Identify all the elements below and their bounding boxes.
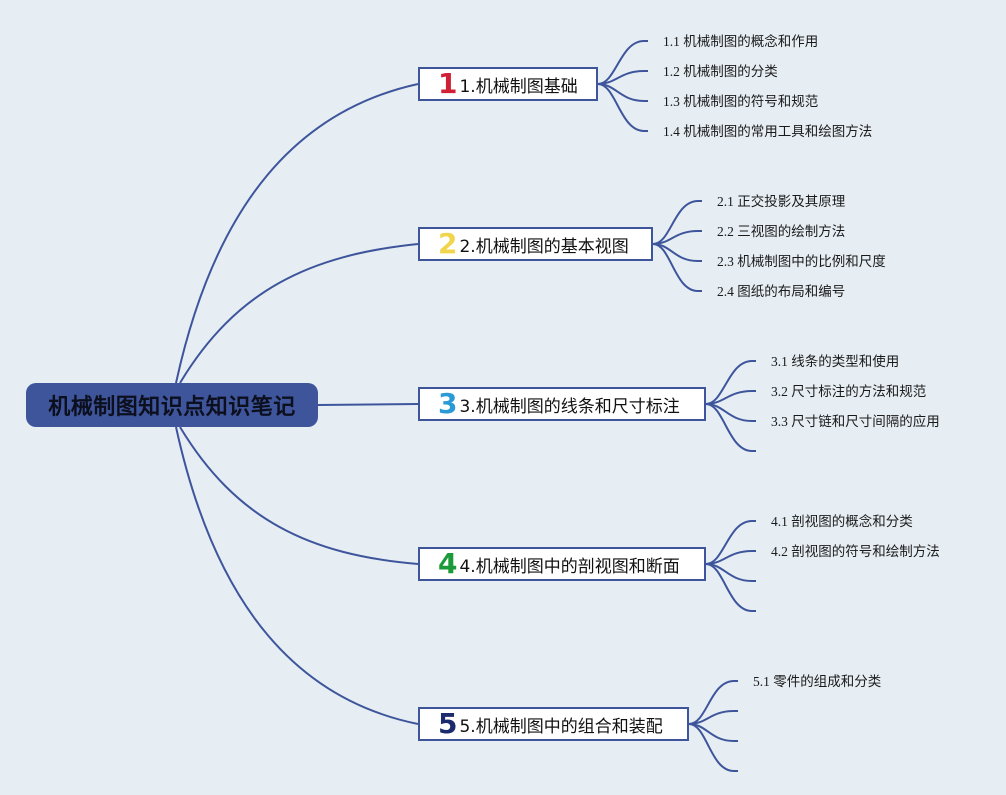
number-3-icon: 3 (438, 387, 458, 420)
connector-branch-1-leaf-2 (597, 70, 648, 85)
branch-label: 5.机械制图中的组合和装配 (459, 716, 663, 737)
connector-branch-4-leaf-2 (705, 550, 756, 565)
connector-branch-4-leaf-4 (705, 563, 756, 612)
connector-root-branch-2 (179, 243, 419, 384)
connector-root-branch-4 (179, 426, 419, 565)
connector-branch-2-leaf-2 (652, 230, 702, 245)
leaf-5-1[interactable]: 5.1 零件的组成和分类 (753, 674, 882, 689)
connector-branch-3-leaf-2 (705, 390, 756, 405)
root-node[interactable]: 机械制图知识点知识笔记 (26, 383, 318, 427)
leaf-1-1[interactable]: 1.1 机械制图的概念和作用 (663, 34, 819, 49)
connector-branch-1-leaf-1 (597, 40, 648, 85)
connector-root-branch-5 (175, 426, 419, 725)
connector-root-branch-3 (317, 403, 419, 406)
connector-branch-3-leaf-1 (705, 360, 756, 405)
leaf-1-3[interactable]: 1.3 机械制图的符号和规范 (663, 94, 819, 109)
root-label: 机械制图知识点知识笔记 (48, 395, 296, 420)
leaf-2-3[interactable]: 2.3 机械制图中的比例和尺度 (717, 254, 886, 269)
branch-label: 1.机械制图基础 (459, 76, 578, 97)
branch-node-1[interactable]: 1 1.机械制图基础 (418, 67, 598, 101)
leaf-3-2[interactable]: 3.2 尺寸标注的方法和规范 (771, 384, 927, 399)
connector-branch-4-leaf-1 (705, 520, 756, 565)
number-4-icon: 4 (438, 547, 458, 580)
connector-branch-5-leaf-1 (688, 680, 738, 725)
number-2-icon: 2 (438, 227, 458, 260)
connector-branch-5-leaf-4 (688, 723, 738, 772)
leaf-3-3[interactable]: 3.3 尺寸链和尺寸间隔的应用 (771, 414, 940, 429)
branch-label: 4.机械制图中的剖视图和断面 (459, 556, 680, 577)
connector-root-branch-1 (175, 83, 419, 384)
branch-label: 2.机械制图的基本视图 (459, 236, 629, 257)
leaf-2-4[interactable]: 2.4 图纸的布局和编号 (717, 284, 846, 299)
branch-label: 3.机械制图的线条和尺寸标注 (459, 396, 680, 417)
number-1-icon: 1 (438, 67, 458, 100)
leaf-4-1[interactable]: 4.1 剖视图的概念和分类 (771, 514, 913, 529)
leaf-2-1[interactable]: 2.1 正交投影及其原理 (717, 194, 846, 209)
branch-node-5[interactable]: 5 5.机械制图中的组合和装配 (418, 707, 689, 741)
leaf-2-2[interactable]: 2.2 三视图的绘制方法 (717, 224, 846, 239)
connector-branch-3-leaf-4 (705, 403, 756, 452)
leaf-1-4[interactable]: 1.4 机械制图的常用工具和绘图方法 (663, 124, 873, 139)
number-5-icon: 5 (438, 707, 458, 740)
connector-branch-2-leaf-1 (652, 200, 702, 245)
branch-node-2[interactable]: 2 2.机械制图的基本视图 (418, 227, 653, 261)
leaf-3-1[interactable]: 3.1 线条的类型和使用 (771, 354, 900, 369)
branch-node-4[interactable]: 4 4.机械制图中的剖视图和断面 (418, 547, 706, 581)
branch-node-3[interactable]: 3 3.机械制图的线条和尺寸标注 (418, 387, 706, 421)
leaf-1-2[interactable]: 1.2 机械制图的分类 (663, 64, 778, 79)
connector-branch-1-leaf-4 (597, 83, 648, 132)
connector-branch-2-leaf-4 (652, 243, 702, 292)
connector-branch-5-leaf-2 (688, 710, 738, 725)
leaf-4-2[interactable]: 4.2 剖视图的符号和绘制方法 (771, 544, 940, 559)
